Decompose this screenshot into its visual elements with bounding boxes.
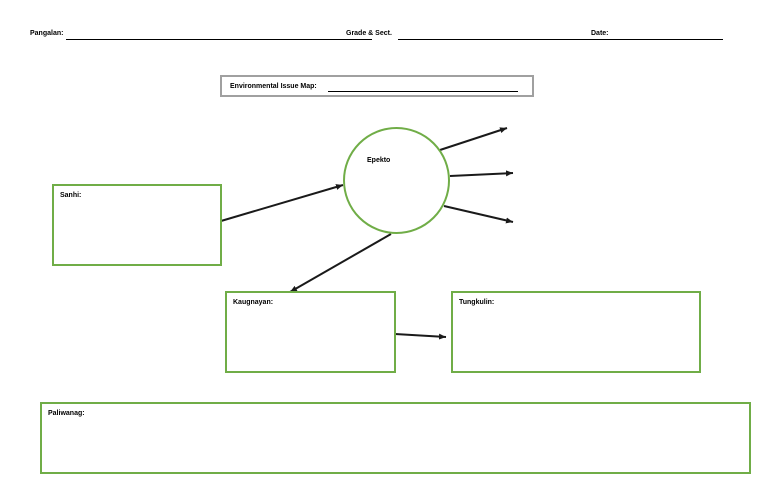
arrow-epekto-to-kaugnayan [289,233,392,293]
grade-section-field[interactable] [398,39,618,40]
tungkulin-box[interactable]: Tungkulin: [451,291,701,373]
date-label: Date: [591,30,609,37]
tungkulin-label: Tungkulin: [459,299,495,306]
kaugnayan-label: Kaugnayan: [233,299,274,306]
arrow-epekto-out-3 [443,205,514,224]
arrow-kaugnayan-to-tungkulin [394,333,447,340]
epekto-label: Epekto [367,157,391,164]
map-title-label: Environmental Issue Map: [230,83,317,90]
paliwanag-box[interactable]: Paliwanag: [40,402,751,474]
arrow-epekto-out-2 [449,170,514,177]
sanhi-box[interactable]: Sanhi: [52,184,222,266]
map-title-field[interactable] [328,91,518,92]
arrow-sanhi-to-epekto [220,184,344,222]
paliwanag-label: Paliwanag: [48,410,85,417]
epekto-circle[interactable]: Epekto [343,127,450,234]
arrow-epekto-out-1 [439,127,508,151]
sanhi-label: Sanhi: [60,192,82,199]
date-field[interactable] [613,39,723,40]
header-line: Pangalan: Grade & Sect. Date: [30,30,730,42]
pangalan-field[interactable] [66,39,372,40]
map-title-box: Environmental Issue Map: [220,75,534,97]
kaugnayan-box[interactable]: Kaugnayan: [225,291,396,373]
pangalan-label: Pangalan: [30,30,64,37]
grade-section-label: Grade & Sect. [346,30,392,37]
